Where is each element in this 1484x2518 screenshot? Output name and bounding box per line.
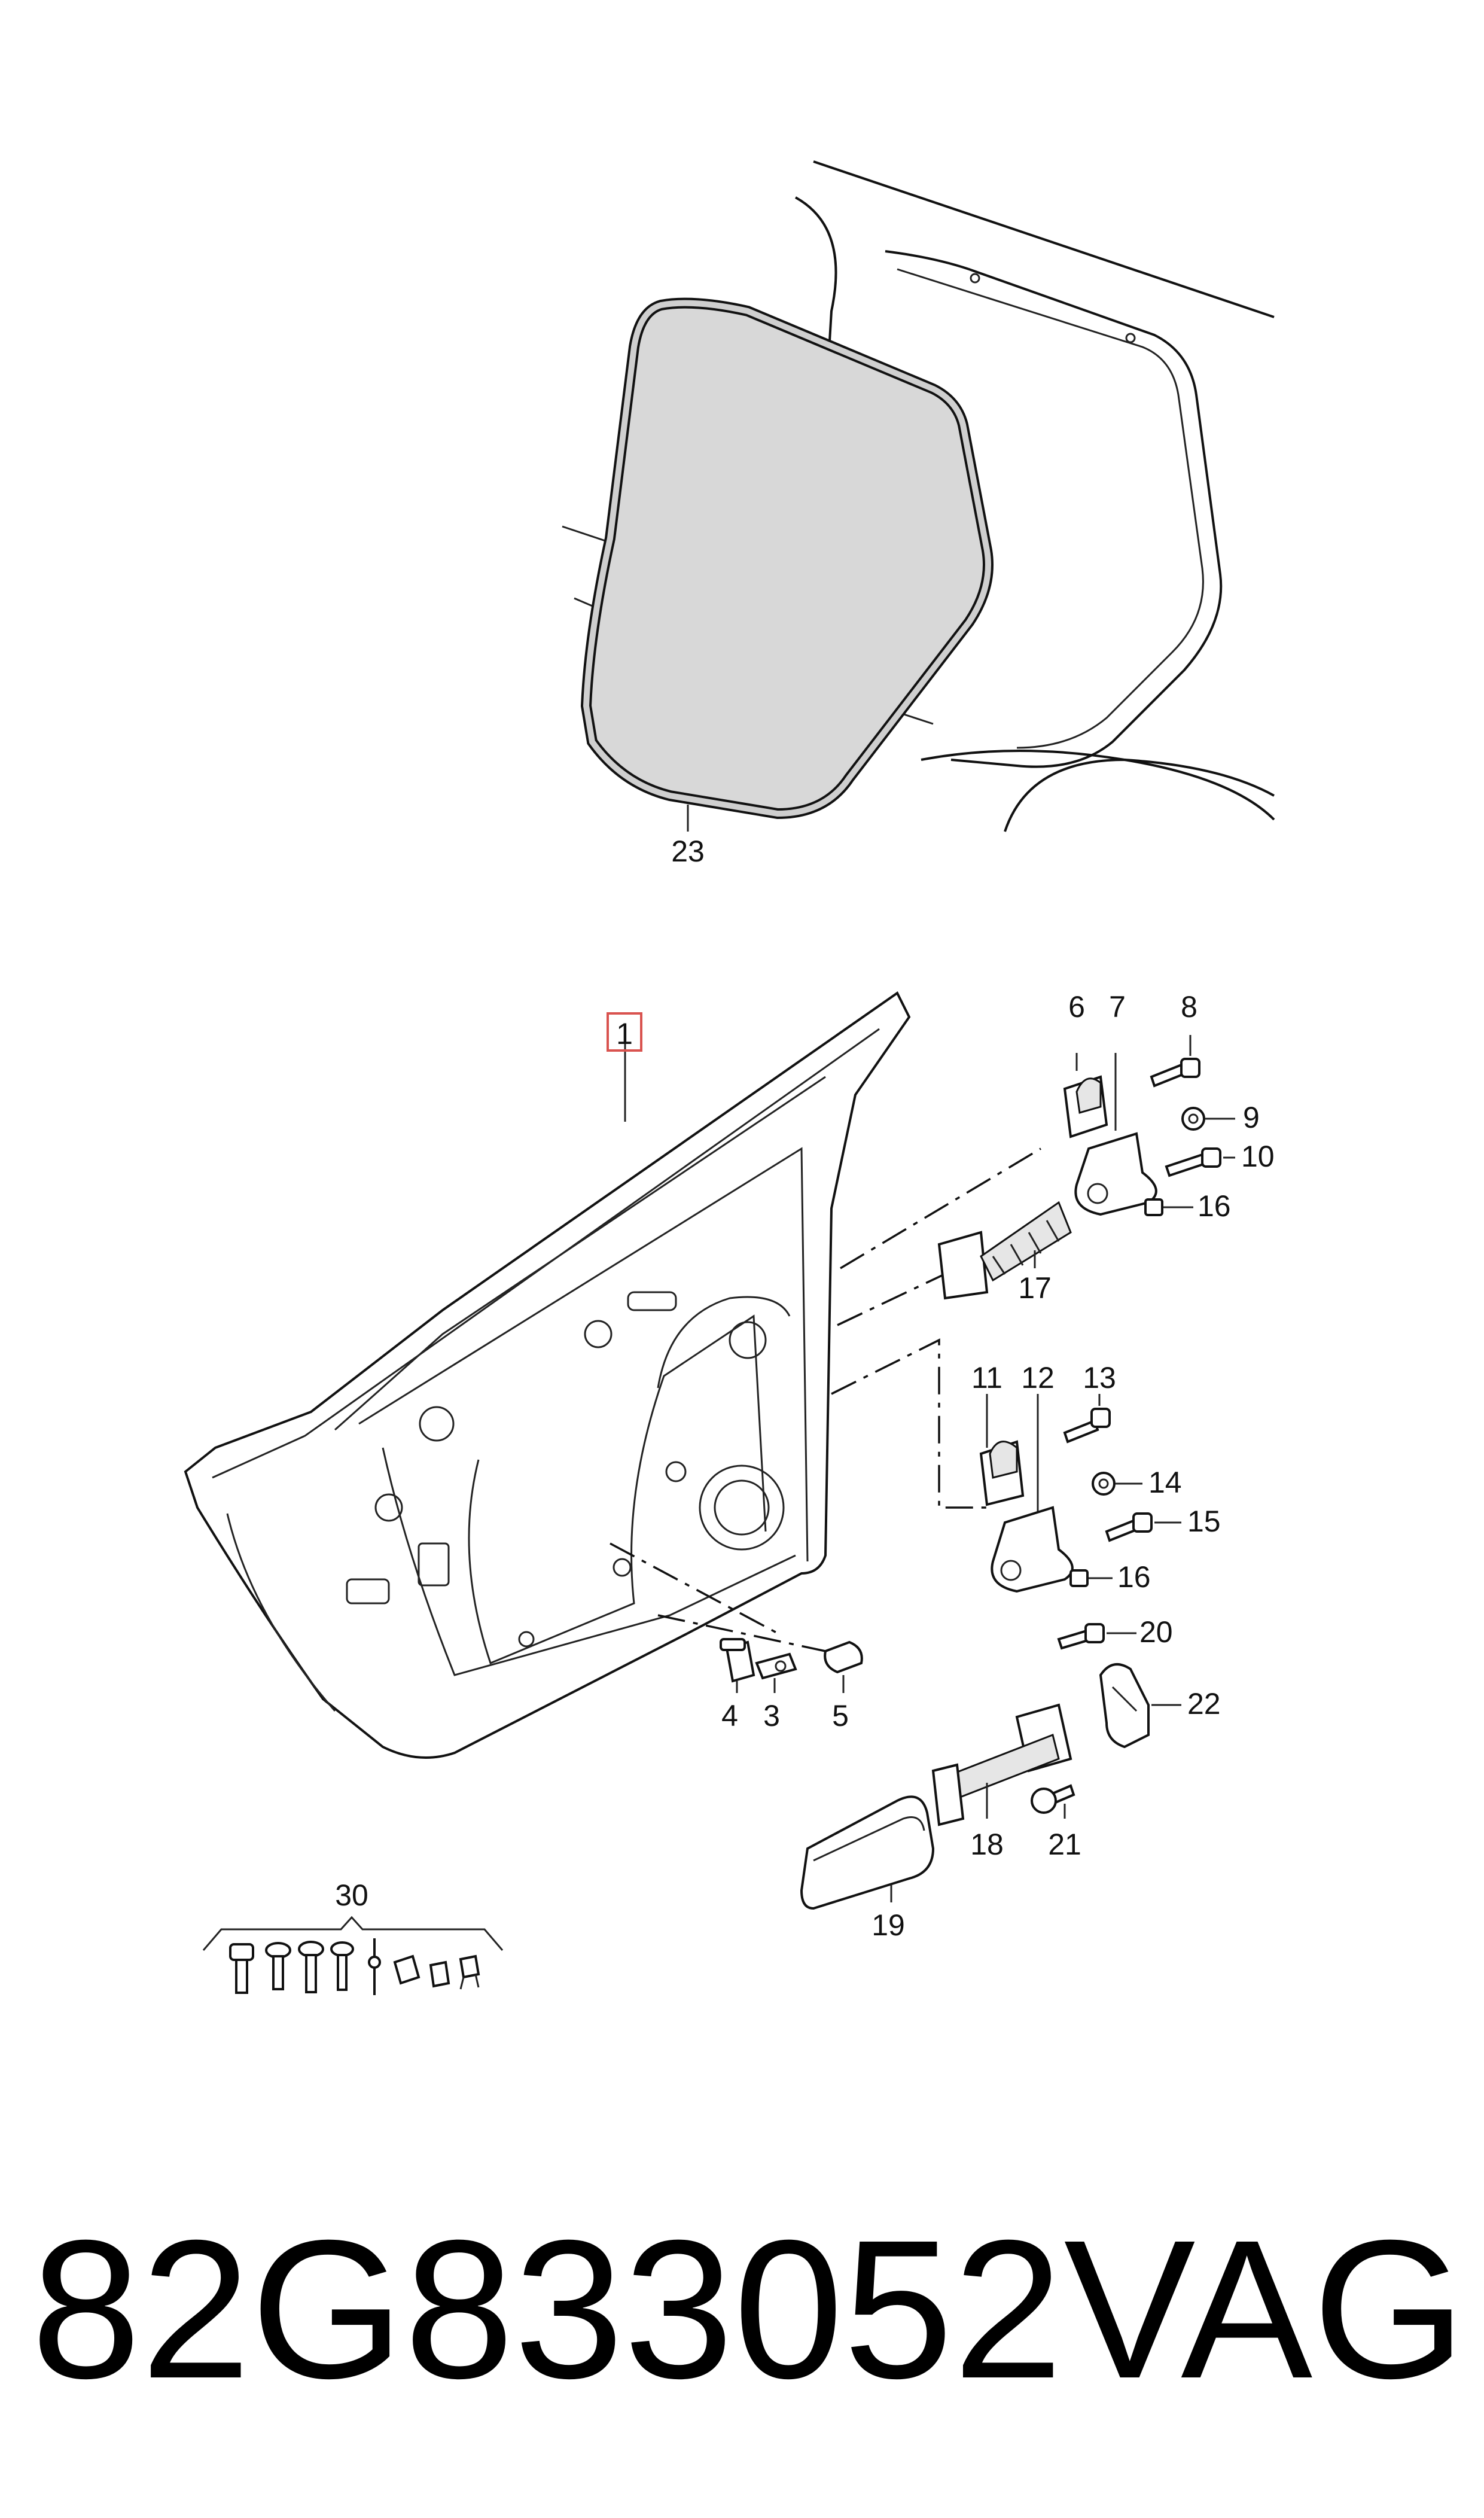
callout-16b: 16 (1117, 1560, 1151, 1594)
callout-16a: 16 (1197, 1189, 1231, 1223)
footer: 82G833052 VAG (0, 2178, 1484, 2489)
bolt-1 (229, 1943, 254, 1994)
callout-1: 1 (616, 1017, 633, 1051)
callout-21: 21 (1048, 1828, 1081, 1861)
door-shell-1: 1 (184, 991, 911, 1759)
clip-7 (429, 1960, 450, 1988)
callout-17: 17 (1018, 1271, 1052, 1305)
pin-5 (368, 1938, 381, 1995)
fasteners-3-4-5: 4 3 5 (720, 1638, 863, 1733)
callout-14: 14 (1148, 1466, 1182, 1499)
part-number: 82G833052 (31, 2199, 1063, 2419)
callout-5: 5 (832, 1699, 849, 1733)
callout-11: 11 (971, 1361, 1002, 1395)
door-seal-23: 23 (580, 297, 994, 868)
highlight-box-1 (607, 1012, 642, 1052)
callout-19: 19 (871, 1908, 905, 1942)
callout-15: 15 (1187, 1505, 1221, 1538)
bolt-3 (298, 1941, 324, 1993)
callout-13: 13 (1083, 1361, 1116, 1395)
clip-8 (459, 1954, 480, 1990)
callout-18: 18 (970, 1828, 1004, 1861)
clip-6 (393, 1954, 420, 1985)
callout-6: 6 (1068, 990, 1085, 1024)
callout-12: 12 (1021, 1361, 1055, 1395)
callout-23: 23 (671, 835, 705, 868)
hardware-set-30: 30 (202, 1878, 504, 1995)
door-check-group: 20 22 18 21 19 (800, 1615, 1221, 1942)
callout-9: 9 (1243, 1101, 1260, 1134)
parts-diagram: 23 1 6 (184, 160, 1275, 1995)
upper-hinge-group: 6 7 8 9 10 16 17 (937, 990, 1275, 1305)
lower-hinge-group: 11 12 13 14 15 16 (971, 1361, 1221, 1594)
brand-label: VAG (1064, 2199, 1466, 2419)
callout-30: 30 (335, 1878, 368, 1912)
callout-10: 10 (1241, 1140, 1275, 1173)
callout-3: 3 (763, 1699, 780, 1733)
bolt-2 (265, 1942, 291, 1990)
callout-7: 7 (1109, 990, 1126, 1024)
bolt-4 (330, 1941, 354, 1991)
callout-4: 4 (721, 1699, 738, 1733)
callout-22: 22 (1187, 1687, 1221, 1721)
callout-8: 8 (1181, 990, 1197, 1024)
callout-20: 20 (1139, 1615, 1173, 1649)
assembly-lines (610, 1147, 1041, 1652)
